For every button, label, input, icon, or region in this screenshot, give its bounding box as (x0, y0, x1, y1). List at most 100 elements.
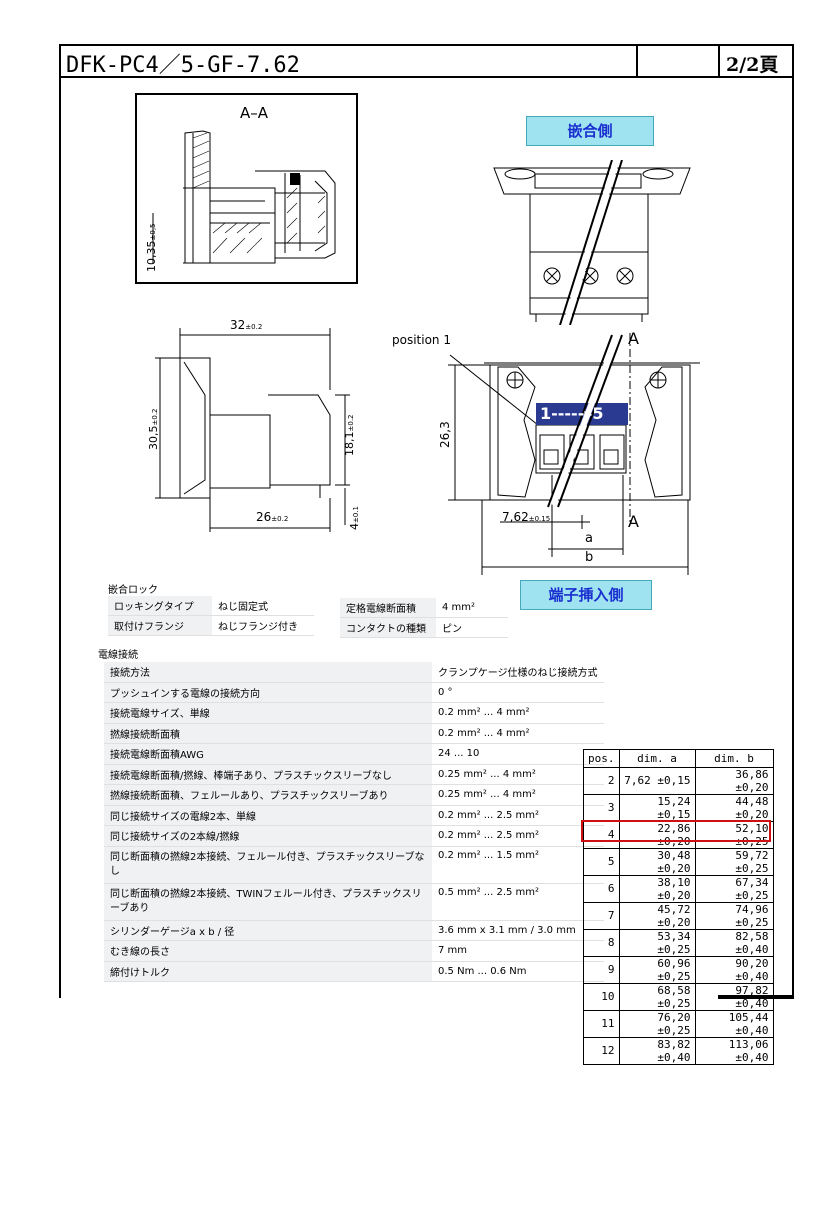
pole-direction-arrow: 1-----▸5 (540, 404, 604, 423)
insertion-side-label: 端子挿入側 (520, 580, 652, 610)
side-view-drawing (155, 328, 350, 532)
wire-value: 0.25 mm² ... 4 mm² (432, 764, 604, 785)
wire-value: 0 ° (432, 682, 604, 703)
table-row: 接続方法クランプケージ仕様のねじ接続方式 (104, 662, 604, 683)
title-divider (718, 44, 720, 78)
cell-dim-b: 97,82 ±0,40 (694, 982, 774, 1011)
wire-value: 0.2 mm² ... 4 mm² (432, 702, 604, 724)
wire-key: 撚線接続断面積 (104, 723, 432, 744)
frame-left-border (59, 76, 61, 998)
dimension-32: 32±0.2 (230, 318, 262, 332)
dimension-18-1-value: 18,1 (343, 431, 356, 457)
wire-key: むき線の長さ (104, 940, 432, 962)
wire-value: 0.2 mm² ... 4 mm² (432, 723, 604, 744)
cell-dim-b: 44,48 ±0,20 (694, 793, 774, 822)
dimension-7-62-value: 7,62 (502, 510, 529, 524)
dimension-30-5: 30,5±0.2 (147, 409, 160, 451)
dimension-18-1: 18,1±0.2 (343, 415, 356, 457)
cut-line-label-top: A (628, 329, 639, 348)
wire-key: 同じ接続サイズの2本線/撚線 (104, 825, 432, 847)
section-dimension-tolerance: ±0,5 (149, 223, 157, 241)
highlight-box (581, 820, 771, 842)
wire-key: 撚線接続断面積、フェルールあり、プラスチックスリーブあり (104, 784, 432, 806)
page-number: 2/2頁 (726, 54, 779, 76)
dimension-26-3: 26,3 (438, 421, 452, 448)
cell-pos: 12 (583, 1036, 620, 1065)
table-row: ロッキングタイプねじ固定式 (108, 596, 314, 616)
section-label: A–A (240, 104, 269, 122)
cell-dim-a: 22,86 ±0,20 (618, 820, 696, 849)
cell-dim-a: 53,34 ±0,25 (618, 928, 696, 957)
locking-table: ロッキングタイプねじ固定式 取付けフランジねじフランジ付き (108, 596, 314, 636)
dimension-4-tolerance: ±0.1 (352, 506, 360, 523)
wire-value: 3.6 mm x 3.1 mm / 3.0 mm (432, 920, 604, 941)
wire-key: 締付けトルク (104, 961, 432, 982)
wire-key: 接続電線サイズ、単線 (104, 702, 432, 724)
position-1-label: position 1 (392, 333, 451, 347)
cell-dim-a: 60,96 ±0,25 (618, 955, 696, 984)
cell-pos: 7 (583, 901, 620, 930)
wire-key: プッシュインする電線の接続方向 (104, 682, 432, 703)
wire-key: 接続方法 (104, 662, 432, 683)
title-divider (636, 44, 638, 78)
table-header-row: pos. dim. a dim. b (583, 749, 774, 768)
wire-value: クランプケージ仕様のねじ接続方式 (432, 662, 604, 683)
cell-dim-a: 83,82 ±0,40 (618, 1036, 696, 1065)
dimension-4-value: 4 (348, 523, 361, 530)
cell-pos: 5 (583, 847, 620, 876)
document-title: DFK-PC4／5-GF-7.62 (66, 53, 300, 78)
cell-pos: 11 (583, 1009, 620, 1038)
dimension-30-5-tolerance: ±0.2 (151, 408, 159, 426)
cell-dim-b: 52,10 ±0,25 (694, 820, 774, 849)
wire-value: 24 ... 10 (432, 743, 604, 765)
locking-key: 取付けフランジ (108, 615, 212, 636)
cell-dim-b: 105,44 ±0,40 (694, 1009, 774, 1038)
cell-dim-a: 7,62 ±0,15 (618, 766, 696, 795)
dimension-4: 4±0.1 (348, 506, 361, 530)
dimension-a-label: a (585, 531, 593, 546)
dimension-7-62-tolerance: ±0.15 (528, 515, 551, 523)
cell-dim-b: 59,72 ±0,25 (694, 847, 774, 876)
locking-section-title: 嵌合ロック (108, 585, 158, 596)
cell-dim-a: 76,20 ±0,25 (618, 1009, 696, 1038)
rating-key: コンタクトの種類 (340, 617, 436, 638)
locking-key: ロッキングタイプ (108, 596, 212, 616)
cell-pos: 3 (583, 793, 620, 822)
cell-pos: 2 (583, 766, 620, 795)
cell-dim-b: 67,34 ±0,25 (694, 874, 774, 903)
cell-dim-a: 45,72 ±0,20 (618, 901, 696, 930)
mating-side-drawing (493, 160, 691, 325)
rating-value: ピン (436, 617, 508, 638)
header-dim-b: dim. b (694, 749, 774, 768)
dimension-32-value: 32 (230, 318, 246, 332)
locking-value: ねじ固定式 (212, 596, 314, 616)
cell-pos: 4 (583, 820, 620, 849)
cell-pos: 10 (583, 982, 620, 1011)
table-row: コンタクトの種類ピン (340, 617, 508, 638)
dimension-18-1-tolerance: ±0.2 (347, 414, 355, 432)
wire-key: 同じ接続サイズの電線2本、単線 (104, 805, 432, 826)
dimension-7-62: 7,62±0.15 (502, 510, 550, 524)
wire-value: 0.2 mm² ... 1.5 mm² (432, 846, 604, 884)
wire-value: 0.5 Nm ... 0.6 Nm (432, 961, 604, 982)
cell-dim-a: 30,48 ±0,20 (618, 847, 696, 876)
